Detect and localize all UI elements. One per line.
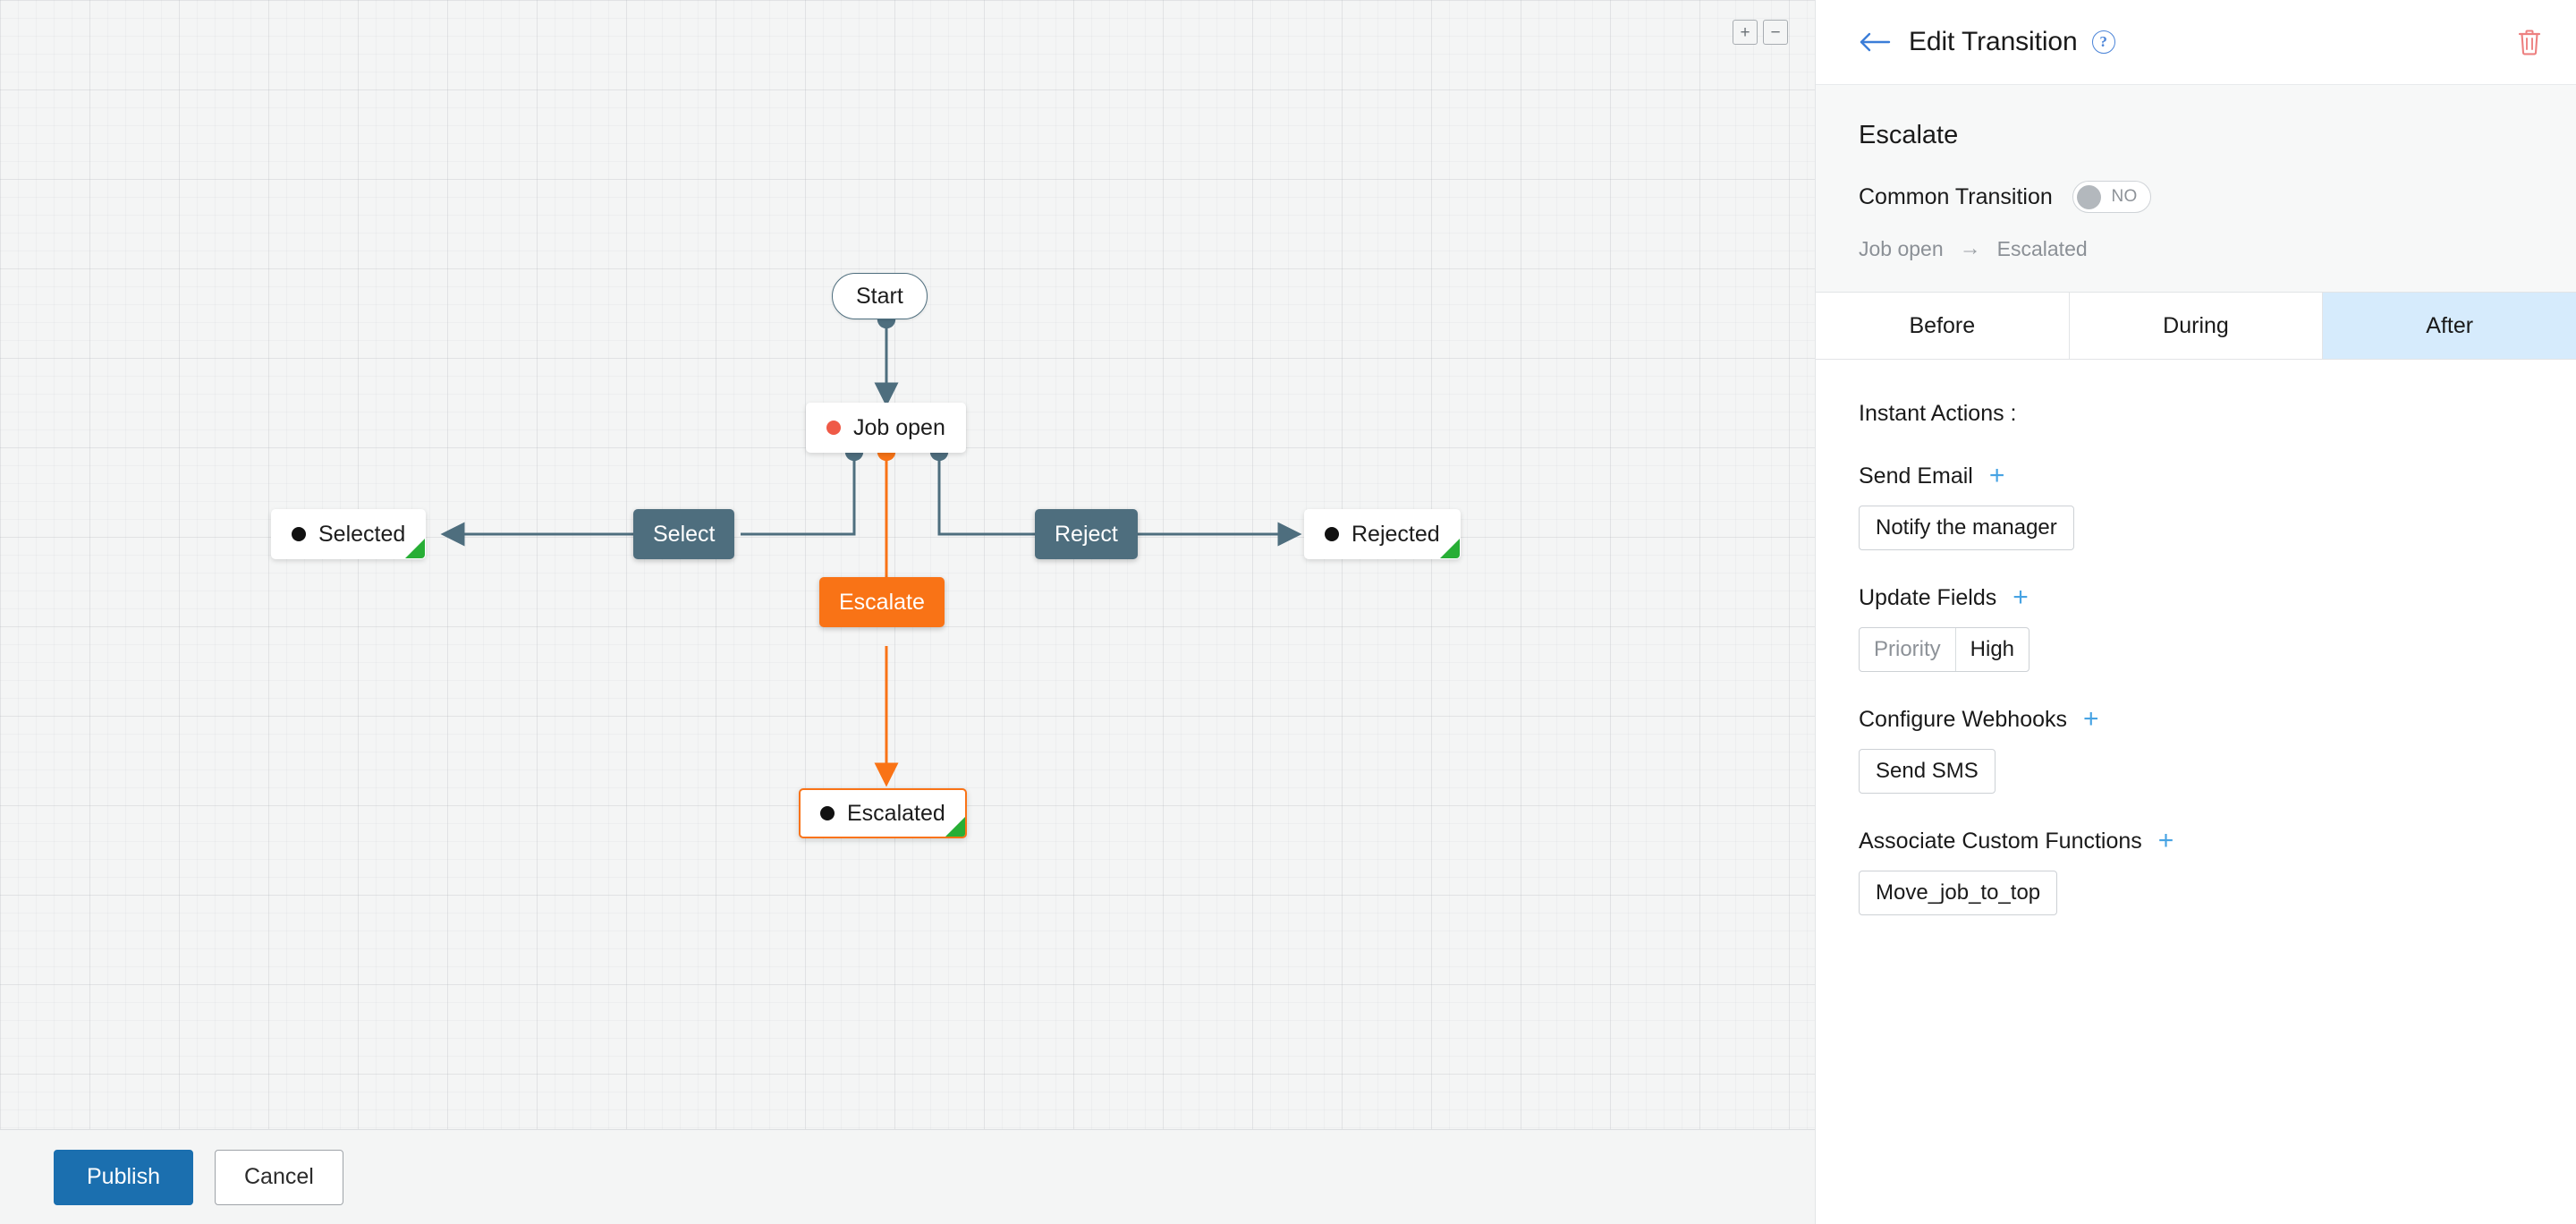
node-transition-label: Select (653, 521, 716, 547)
node-transition-reject[interactable]: Reject (1035, 509, 1138, 559)
action-group-header: Associate Custom Functions + (1859, 828, 2533, 854)
workflow-edges (440, 310, 1302, 787)
chip-key: Priority (1860, 628, 1956, 671)
add-send-email-icon[interactable]: + (1988, 461, 2005, 490)
action-chip[interactable]: Move_job_to_top (1859, 871, 2058, 915)
state-status-dot (820, 806, 835, 820)
zoom-controls: + − (1733, 20, 1788, 45)
instant-actions-label: Instant Actions : (1859, 401, 2017, 426)
edit-transition-panel: Edit Transition ? Escalate Common Transi… (1816, 0, 2576, 1224)
action-group-title: Send Email (1859, 463, 1973, 489)
action-group-configure-webhooks: Configure Webhooks + Send SMS (1859, 706, 2533, 794)
action-group-title: Update Fields (1859, 584, 1997, 610)
common-transition-toggle[interactable]: NO (2072, 181, 2151, 213)
green-corner-flag-icon (1439, 539, 1460, 558)
publish-button[interactable]: Publish (54, 1149, 193, 1205)
green-corner-flag-icon (405, 539, 426, 558)
node-start[interactable]: Start (832, 273, 928, 319)
node-state-escalated[interactable]: Escalated (799, 788, 967, 838)
workflow-canvas[interactable]: + − (0, 0, 1816, 1224)
flow-to-state: Escalated (1996, 236, 2088, 260)
action-group-header: Update Fields + (1859, 584, 2533, 611)
canvas-viewport[interactable]: Start Job open Selected Rejected (0, 0, 1815, 1129)
add-update-field-icon[interactable]: + (2012, 582, 2029, 612)
edge-job-open-to-reject (929, 442, 1035, 536)
tab-during[interactable]: During (2069, 293, 2324, 359)
panel-tabs: Before During After (1816, 292, 2576, 360)
transition-name: Escalate (1859, 121, 1959, 149)
node-start-label: Start (856, 283, 903, 309)
transition-flow: Job open → Escalated (1859, 236, 2533, 261)
action-chip-key-value[interactable]: Priority High (1859, 627, 2030, 672)
node-transition-label: Reject (1055, 521, 1118, 547)
toggle-value: NO (2111, 187, 2138, 206)
transition-summary: Escalate Common Transition NO Job open →… (1816, 84, 2576, 292)
state-status-dot (826, 421, 841, 435)
action-group-title: Associate Custom Functions (1859, 828, 2142, 854)
node-state-job-open[interactable]: Job open (806, 403, 966, 453)
help-icon[interactable]: ? (2091, 30, 2115, 54)
state-status-dot (1325, 527, 1339, 541)
state-status-dot (292, 527, 306, 541)
node-state-label: Job open (853, 414, 945, 440)
common-transition-label: Common Transition (1859, 183, 2053, 209)
cancel-button[interactable]: Cancel (215, 1149, 343, 1205)
action-chip[interactable]: Send SMS (1859, 749, 1996, 794)
action-group-title: Configure Webhooks (1859, 706, 2068, 732)
flow-arrow-icon: → (1959, 236, 1981, 260)
node-state-rejected[interactable]: Rejected (1304, 509, 1461, 559)
action-group-update-fields: Update Fields + Priority High (1859, 584, 2533, 672)
back-arrow-icon[interactable] (1859, 29, 1894, 55)
add-custom-function-icon[interactable]: + (2157, 826, 2174, 855)
action-chip[interactable]: Notify the manager (1859, 506, 2074, 550)
node-transition-label: Escalate (839, 589, 925, 615)
zoom-out-button[interactable]: − (1763, 20, 1788, 45)
action-group-send-email: Send Email + Notify the manager (1859, 463, 2533, 550)
zoom-in-button[interactable]: + (1733, 20, 1758, 45)
node-state-label: Selected (318, 521, 406, 547)
canvas-action-bar: Publish Cancel (0, 1129, 1815, 1224)
chip-value: High (1970, 637, 2015, 661)
flow-from-state: Job open (1859, 236, 1944, 260)
page-title: Edit Transition (1909, 27, 2078, 56)
tab-after[interactable]: After (2323, 293, 2576, 359)
edge-job-open-to-select (741, 442, 864, 536)
add-webhook-icon[interactable]: + (2083, 704, 2099, 734)
tab-before[interactable]: Before (1816, 293, 2070, 359)
node-transition-escalate[interactable]: Escalate (819, 577, 945, 627)
toggle-knob-icon (2076, 184, 2101, 209)
green-corner-flag-icon (945, 817, 965, 837)
node-state-label: Escalated (847, 800, 945, 826)
delete-transition-icon[interactable] (2517, 29, 2542, 55)
node-state-selected[interactable]: Selected (271, 509, 427, 559)
node-state-label: Rejected (1352, 521, 1440, 547)
action-group-header: Configure Webhooks + (1859, 706, 2533, 733)
action-group-custom-functions: Associate Custom Functions + Move_job_to… (1859, 828, 2533, 915)
common-transition-row: Common Transition NO (1859, 181, 2533, 213)
panel-header: Edit Transition ? (1816, 0, 2576, 84)
action-group-header: Send Email + (1859, 463, 2533, 489)
node-transition-select[interactable]: Select (633, 509, 735, 559)
panel-body: Instant Actions : Send Email + Notify th… (1816, 360, 2576, 1224)
